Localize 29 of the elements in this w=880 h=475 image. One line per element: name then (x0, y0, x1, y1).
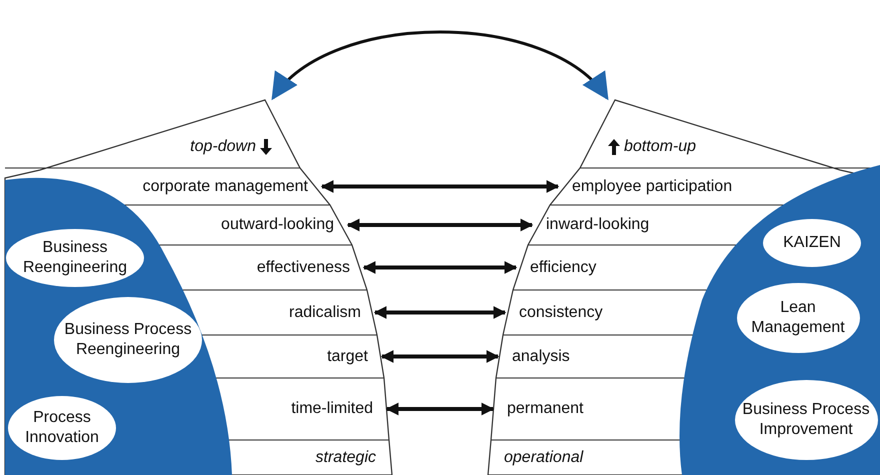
row-label: time-limited (291, 400, 373, 418)
row-label: bottom-up (624, 138, 696, 156)
row-label: efficiency (530, 258, 596, 276)
row-label: inward-looking (546, 216, 650, 234)
method-ellipse: Business Reengineering (5, 228, 145, 288)
row-label: analysis (512, 348, 570, 366)
method-ellipse: Business Process Improvement (734, 379, 878, 461)
double-arrow (380, 350, 500, 363)
row-label: employee participation (572, 178, 732, 196)
row-label: target (327, 348, 368, 366)
double-arrow (320, 180, 560, 193)
double-arrow (271, 30, 609, 100)
double-arrow (386, 402, 494, 416)
row-label: corporate management (142, 178, 308, 196)
row-label: consistency (519, 304, 603, 322)
row-label: outward-looking (221, 216, 334, 234)
double-arrow (362, 261, 518, 274)
row-label: effectiveness (256, 258, 350, 276)
row-label: operational (504, 448, 584, 466)
double-arrow (374, 306, 506, 319)
method-ellipse: Lean Management (736, 282, 860, 354)
row-label: permanent (507, 400, 584, 418)
row-label: top-down (190, 138, 256, 156)
double-arrow (346, 218, 534, 232)
method-ellipse: Business Process Reengineering (53, 296, 203, 384)
row-label: strategic (316, 448, 376, 466)
row-label: radicalism (288, 304, 361, 322)
method-ellipse: Process Innovation (7, 395, 117, 461)
method-ellipse: KAIZEN (762, 218, 862, 268)
